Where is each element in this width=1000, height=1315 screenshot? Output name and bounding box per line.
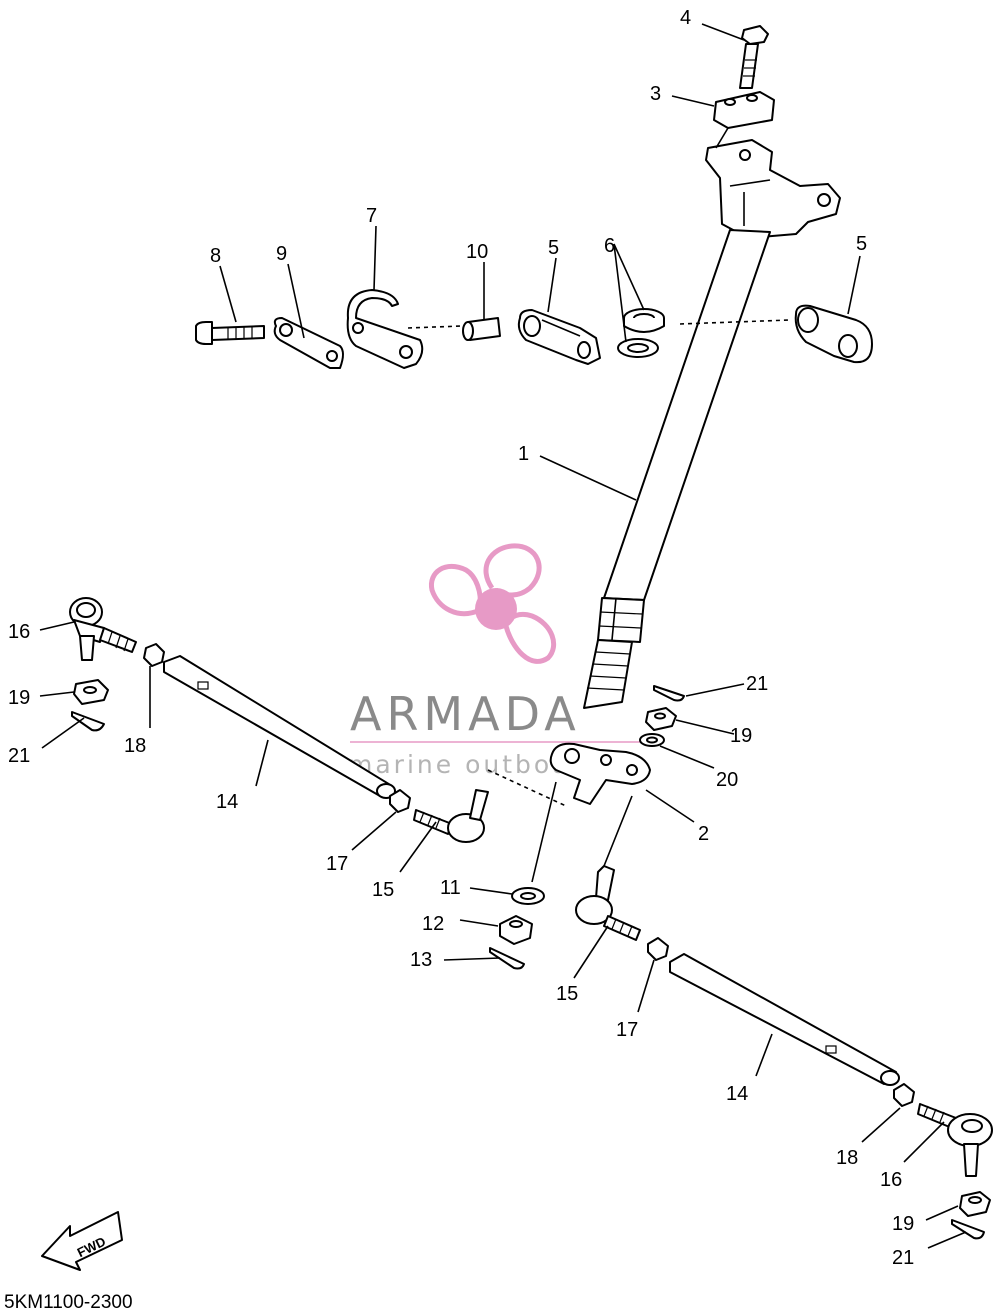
- part-18-nut-right: [893, 1083, 915, 1107]
- callout-19-upper: 19: [730, 725, 752, 747]
- part-2-pitman-arm: [549, 742, 651, 805]
- part-14-tie-rod-right: [669, 953, 900, 1086]
- callout-5-right: 5: [856, 233, 867, 255]
- callout-6: 6: [604, 235, 615, 257]
- callout-19-lower: 19: [892, 1213, 914, 1235]
- part-18-nut-left: [143, 643, 165, 667]
- part-9-lock-plate: [273, 317, 344, 369]
- callout-13: 13: [410, 949, 432, 971]
- part-3-handlebar-holder: [713, 91, 775, 129]
- part-19-castle-nut-lower: [959, 1191, 991, 1217]
- fwd-arrow-icon: FWD: [41, 1211, 123, 1271]
- part-10-collar: [462, 317, 501, 341]
- callout-15-right: 15: [556, 983, 578, 1005]
- part-19-castle-nut-upper: [645, 707, 677, 731]
- part-5-bushing-right: [794, 304, 873, 364]
- part-17-nut-right: [647, 937, 669, 961]
- callout-18-right: 18: [836, 1147, 858, 1169]
- part-11-washer: [511, 887, 545, 905]
- callout-14-right: 14: [726, 1083, 748, 1105]
- callout-11: 11: [440, 877, 461, 899]
- part-14-tie-rod-left: [163, 655, 396, 799]
- callout-21-left: 21: [8, 745, 30, 767]
- callout-16-left: 16: [8, 621, 30, 643]
- column-top-bracket: [705, 139, 841, 239]
- part-21-cotter-pin-upper: [653, 685, 685, 702]
- callout-2: 2: [698, 823, 709, 845]
- part-12-nut: [499, 915, 533, 945]
- part-15-tie-rod-end-left: [413, 789, 489, 843]
- part-7-guide-plate: [346, 289, 424, 369]
- callout-17-left: 17: [326, 853, 348, 875]
- callout-8: 8: [210, 245, 221, 267]
- watermark-title: ARMADA: [350, 687, 581, 741]
- callout-labels: 4 3 7 8 9 10 5 6 5 1 16 19 21 18 14 17 1…: [8, 7, 914, 1269]
- callout-3: 3: [650, 83, 661, 105]
- catalog-code: 5KM1100-2300: [4, 1292, 133, 1313]
- callout-9: 9: [276, 243, 287, 265]
- part-1-steering-column: [583, 229, 771, 709]
- callout-19-left: 19: [8, 687, 30, 709]
- callout-14-left: 14: [216, 791, 238, 813]
- callout-12: 12: [422, 913, 444, 935]
- propeller-hub-icon: [475, 588, 517, 630]
- part-19-castle-nut-left: [73, 679, 109, 705]
- part-6-bushings: [617, 308, 665, 358]
- callout-20: 20: [716, 769, 738, 791]
- part-4-bolt: [739, 25, 769, 89]
- propeller-logo-icon: [428, 543, 556, 664]
- callout-21-lower: 21: [892, 1247, 914, 1269]
- callout-4: 4: [680, 7, 691, 29]
- leader-lines: [39, 23, 967, 1249]
- callout-15-left: 15: [372, 879, 394, 901]
- part-15-tie-rod-end-right: [575, 865, 641, 941]
- callout-17-right: 17: [616, 1019, 638, 1041]
- callout-21-upper: 21: [746, 673, 768, 695]
- callout-10: 10: [466, 241, 488, 263]
- part-8-bolt: [195, 321, 265, 345]
- callout-5-left: 5: [548, 237, 559, 259]
- part-13-cotter-pin: [489, 947, 525, 970]
- part-16-tie-rod-end-right: [917, 1103, 993, 1177]
- callout-7: 7: [366, 205, 377, 227]
- part-21-cotter-pin-lower: [951, 1219, 985, 1240]
- part-5-bushing-left: [517, 309, 601, 365]
- callout-1: 1: [518, 443, 529, 465]
- part-17-nut-left: [389, 789, 411, 813]
- part-20-washer: [639, 733, 665, 747]
- part-21-cotter-pin-left: [71, 711, 105, 732]
- callout-18-left: 18: [124, 735, 146, 757]
- callout-16-right: 16: [880, 1169, 902, 1191]
- part-16-tie-rod-end-left: [69, 597, 137, 661]
